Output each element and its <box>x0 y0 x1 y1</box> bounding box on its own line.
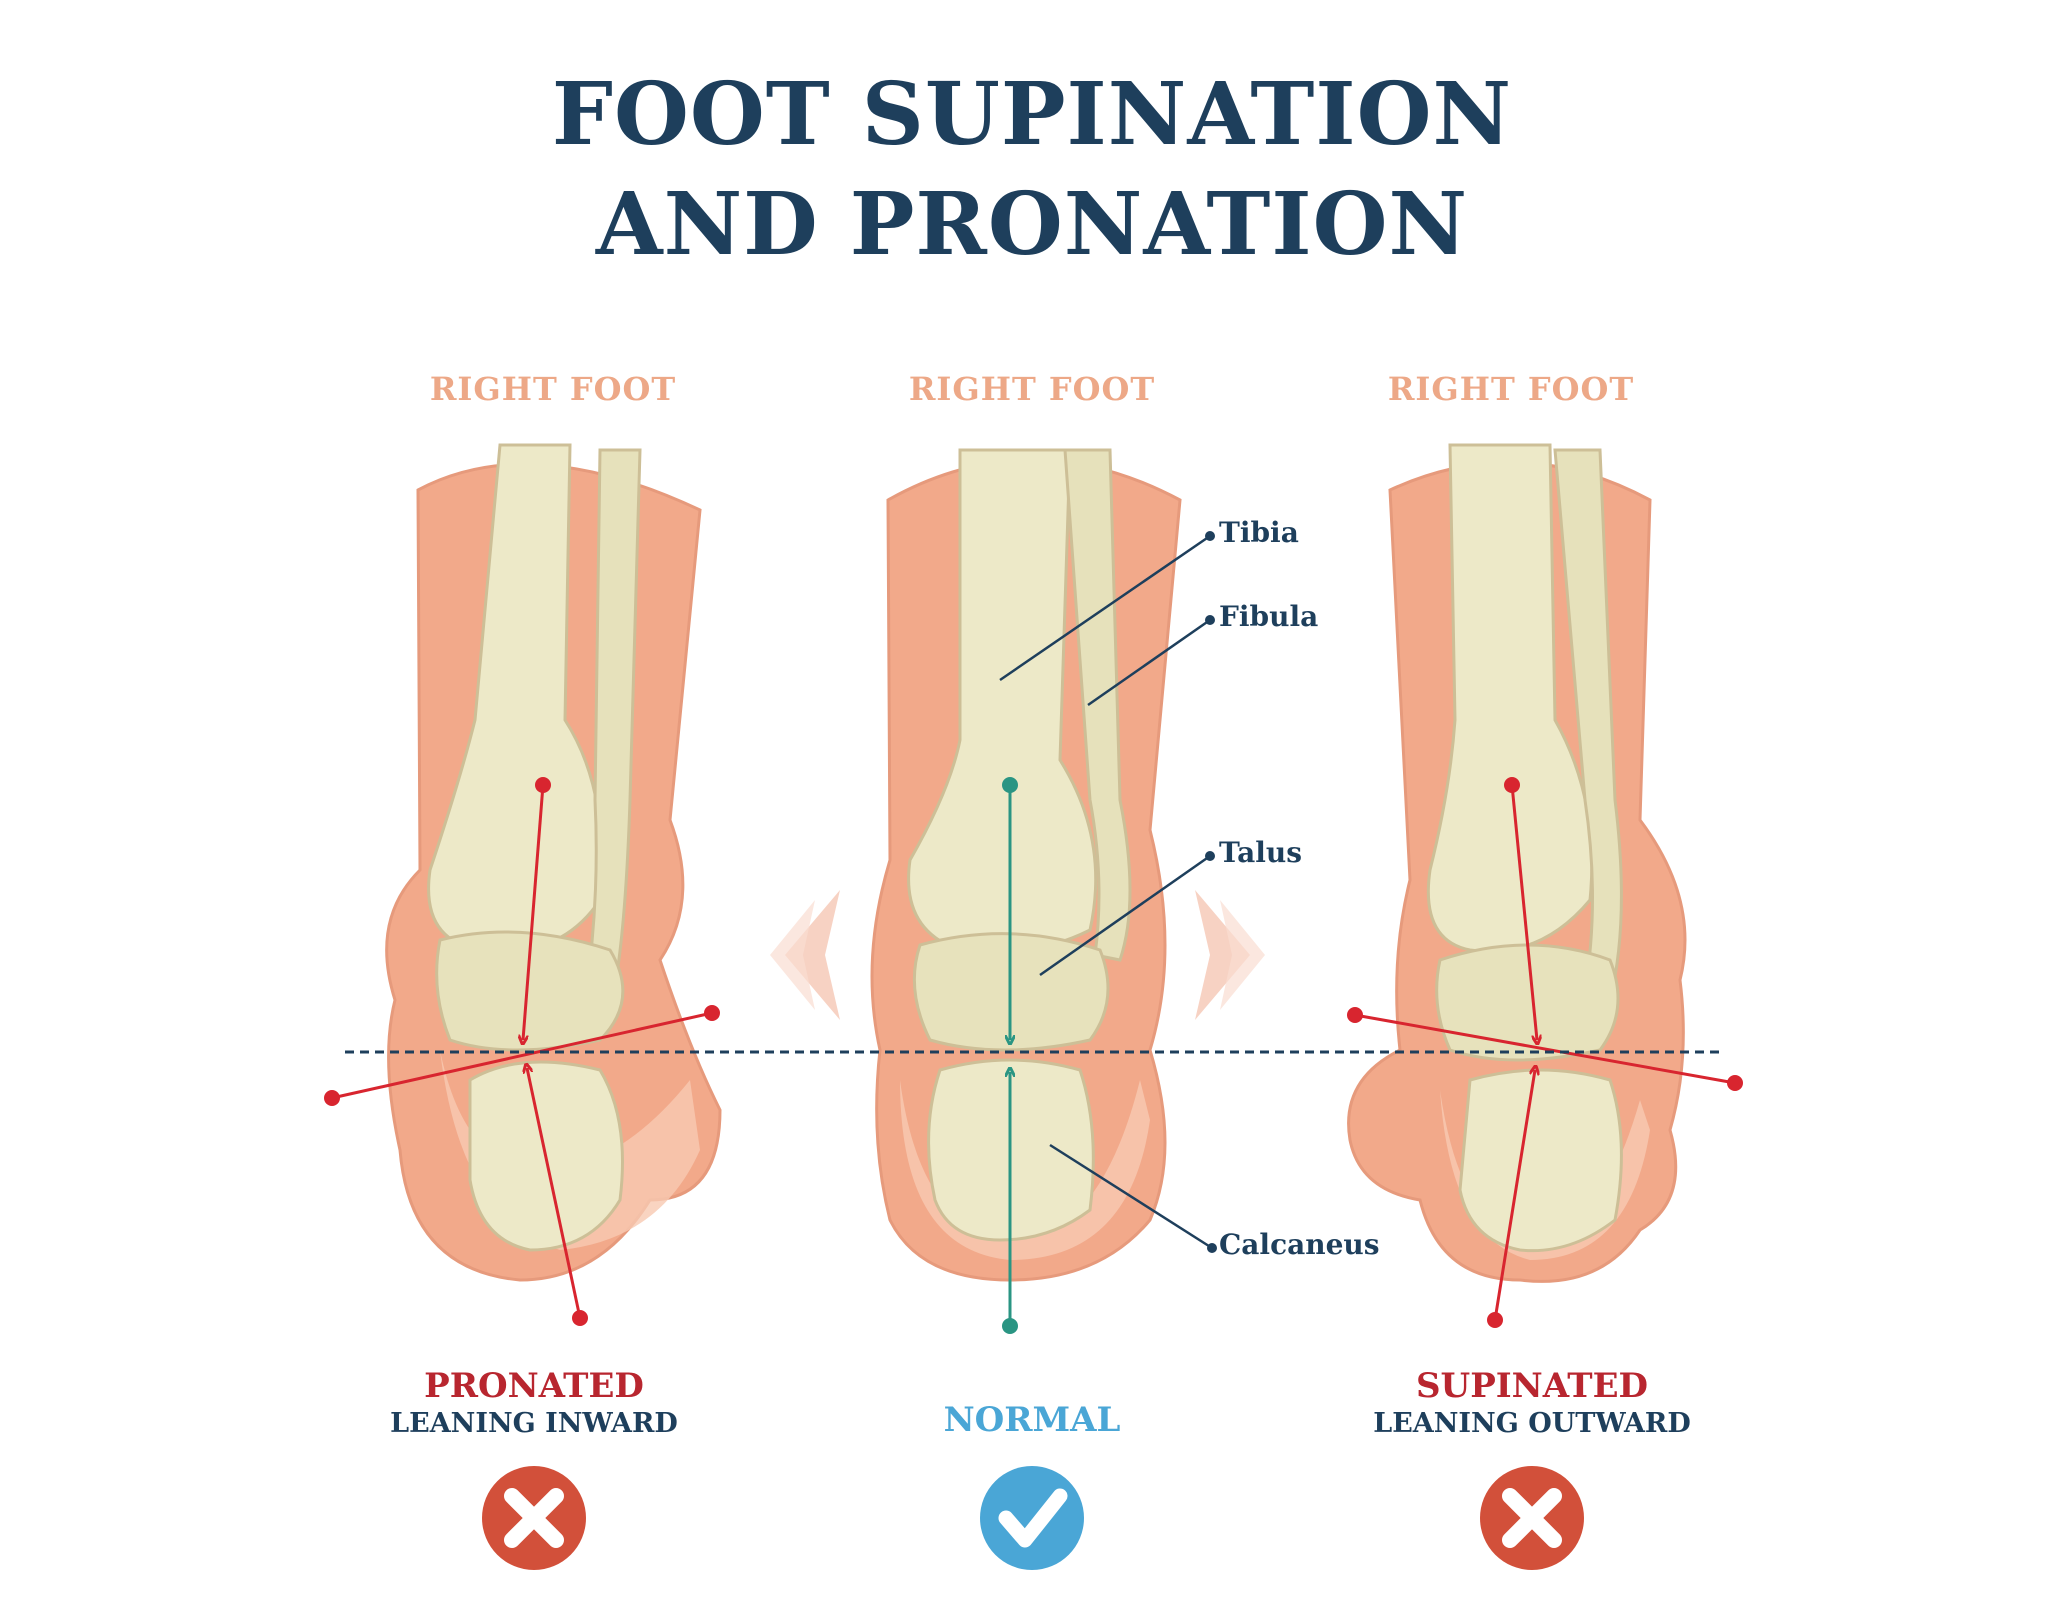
motion-chevron-right <box>1195 890 1250 1020</box>
foot-label-left: RIGHT FOOT <box>429 370 677 408</box>
axis-line-right <box>1354 1013 1736 1085</box>
label-fibula: Fibula <box>1219 600 1319 633</box>
foot-left <box>324 443 722 1326</box>
leg-arrow-left <box>523 784 545 1040</box>
status-normal: NORMAL <box>943 1400 1121 1440</box>
leader-calcaneus <box>1049 1143 1213 1250</box>
sub-leaning-inward: LEANING INWARD <box>390 1408 678 1439</box>
status-pronated: PRONATED <box>424 1366 644 1406</box>
status-supinated: SUPINATED <box>1416 1366 1648 1406</box>
sub-leaning-outward: LEANING OUTWARD <box>1373 1408 1691 1439</box>
leg-arrow-right <box>1510 784 1537 1040</box>
axis-dot-right-b <box>1727 1075 1743 1091</box>
heel-arrow-right <box>1493 1070 1535 1321</box>
axis-line-left <box>331 1011 713 1100</box>
heel-arrow-left <box>527 1068 582 1319</box>
foot-label-right: RIGHT FOOT <box>1387 370 1635 408</box>
leader-talus <box>1039 854 1211 977</box>
heel-arrow-dot-center <box>1002 1318 1018 1334</box>
axis-dot-left-b <box>704 1005 720 1021</box>
cross-icon <box>1480 1466 1584 1570</box>
cross-icon <box>482 1466 586 1570</box>
leader-tibia <box>999 534 1211 682</box>
heel-highlight-center <box>900 1080 1150 1260</box>
foot-right <box>1347 443 1743 1328</box>
check-icon <box>980 1466 1084 1570</box>
label-talus: Talus <box>1219 836 1303 869</box>
leg-arrow-dot-right <box>1504 777 1520 793</box>
talus-left <box>435 930 625 1052</box>
motion-chevron-left <box>785 890 840 1020</box>
motion-chevron-right-2 <box>1220 900 1265 1010</box>
leg-arrow-dot-left <box>535 777 551 793</box>
label-calcaneus: Calcaneus <box>1219 1228 1380 1261</box>
title-line-1: FOOT SUPINATION <box>551 64 1513 165</box>
leader-fibula <box>1087 618 1211 707</box>
foot-label-center: RIGHT FOOT <box>908 370 1156 408</box>
calcaneus-right <box>1458 1068 1623 1253</box>
leg-arrow-dot-center <box>1002 777 1018 793</box>
axis-dot-left-a <box>324 1090 340 1106</box>
axis-dot-right-a <box>1347 1007 1363 1023</box>
title-line-2: AND PRONATION <box>595 174 1469 275</box>
fibula-center <box>1063 448 1132 962</box>
foot-center <box>770 448 1265 1334</box>
motion-chevron-left-2 <box>770 900 815 1010</box>
heel-arrow-dot-right <box>1487 1312 1503 1328</box>
talus-right <box>1435 943 1620 1062</box>
heel-arrow-dot-left <box>572 1310 588 1326</box>
label-tibia: Tibia <box>1219 516 1299 549</box>
